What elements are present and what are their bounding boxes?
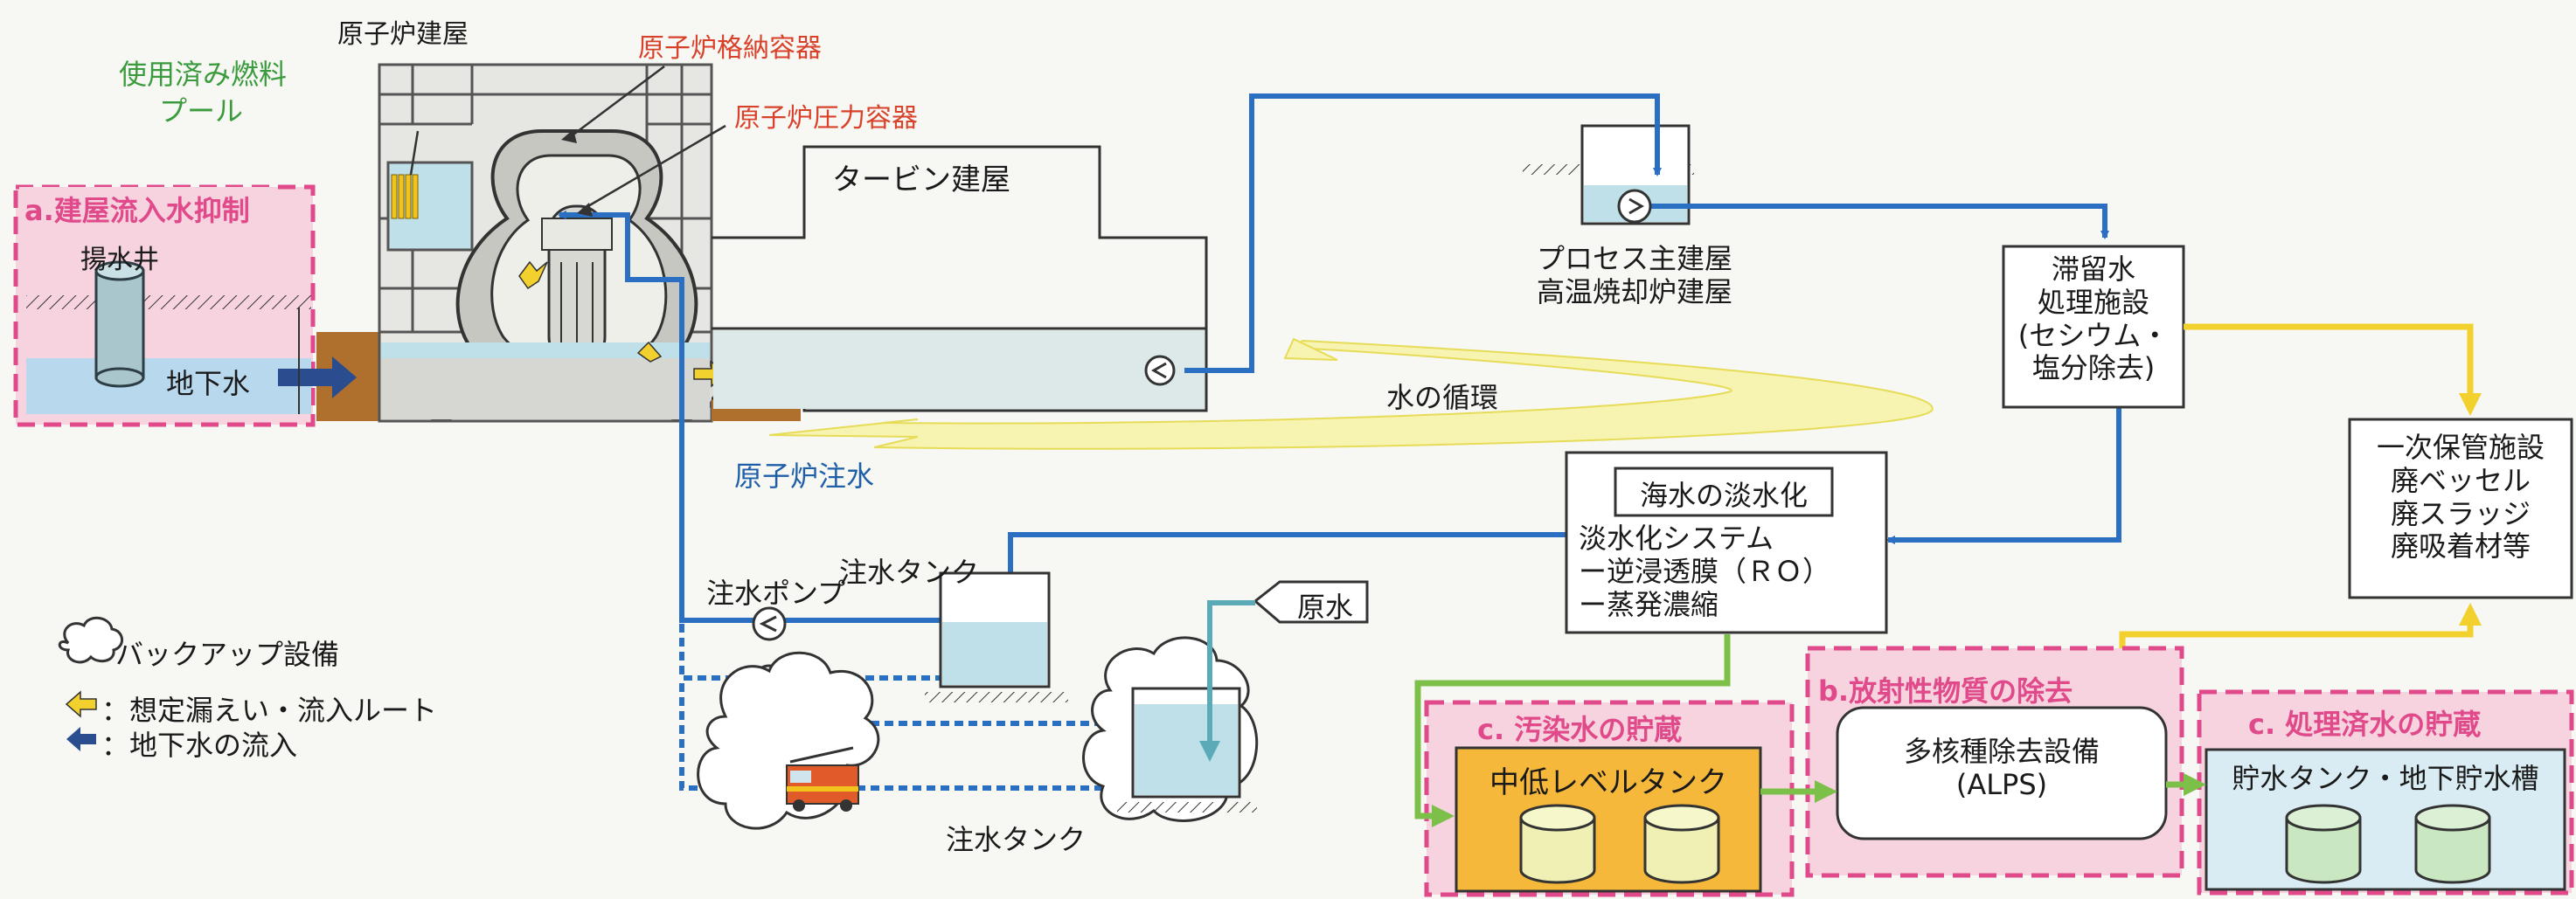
storage-tank-label: 貯水タンク・地下貯水槽: [2232, 762, 2539, 795]
raw-water-sign: [1253, 580, 1369, 624]
primary-storage-box: [2348, 418, 2573, 599]
desalination-system-lines: 淡水化システム ー逆浸透膜（ＲＯ） ー蒸発濃縮: [1579, 522, 1831, 621]
zone-c-treated: [2197, 689, 2574, 896]
turbine-building-label: タービン建屋: [832, 163, 1010, 197]
reactor-building: [378, 63, 801, 423]
reactor-injection-label: 原子炉注水: [734, 460, 875, 493]
water-circulation-loop: [768, 337, 1934, 450]
retained-water-facility-label: 滞留水 処理施設 (セシウム・ 塩分除去): [2017, 252, 2170, 385]
low-level-tank-label: 中低レベルタンク: [1489, 765, 1727, 800]
spent-fuel-pool-label-2: プール: [159, 94, 244, 128]
pumping-well-label: 揚水井: [80, 245, 159, 275]
retained-water-box: [2002, 245, 2185, 409]
containment-vessel-label: 原子炉格納容器: [638, 33, 822, 64]
reactor-building-label: 原子炉建屋: [337, 19, 469, 50]
process-building: [1523, 124, 1694, 225]
groundwater-label: 地下水: [166, 367, 251, 400]
section-c-treated-title: c. 処理済水の貯蔵: [2248, 708, 2482, 741]
alps-label: 多核種除去設備 (ALPS): [1903, 735, 2100, 801]
section-a-title: a.建屋流入水抑制: [24, 194, 250, 227]
injection-pump-label: 注水ポンプ: [706, 577, 846, 610]
raw-water-label: 原水: [1297, 591, 1354, 624]
desalination-title: 海水の淡水化: [1639, 479, 1808, 512]
injection-tank-upper-label: 注水タンク: [839, 556, 980, 589]
primary-storage-label: 一次保管施設 廃ベッセル 廃スラッジ 廃吸着材等: [2376, 431, 2545, 564]
fire-truck: [786, 746, 859, 812]
process-building-label: プロセス主建屋 高温焼却炉建屋: [1536, 242, 1732, 308]
legend-leak-route: ：想定漏えい・流入ルート: [101, 694, 438, 727]
zone-a-inflow-suppression: [13, 184, 379, 427]
tank-cylinders: [1519, 804, 2491, 884]
injection-tank-upper: [925, 571, 1068, 702]
legend-groundwater-inflow: ：地下水の流入: [101, 729, 298, 762]
section-b-title: b.放射性物質の除去: [1818, 674, 2073, 708]
turbine-building: [712, 145, 1208, 412]
water-circulation-label: 水の循環: [1386, 381, 1499, 414]
legend-icons: [58, 616, 123, 751]
pressure-vessel-label: 原子炉圧力容器: [734, 103, 918, 134]
injection-tank-lower: [1117, 687, 1257, 813]
legend-backup: バックアップ設備: [115, 638, 340, 671]
injection-tank-lower-label: 注水タンク: [946, 823, 1087, 856]
spent-fuel-pool-label-1: 使用済み燃料: [119, 58, 288, 91]
zone-b-removal: [1805, 646, 2184, 878]
section-c-contaminated-title: c. 汚染水の貯蔵: [1477, 713, 1683, 746]
